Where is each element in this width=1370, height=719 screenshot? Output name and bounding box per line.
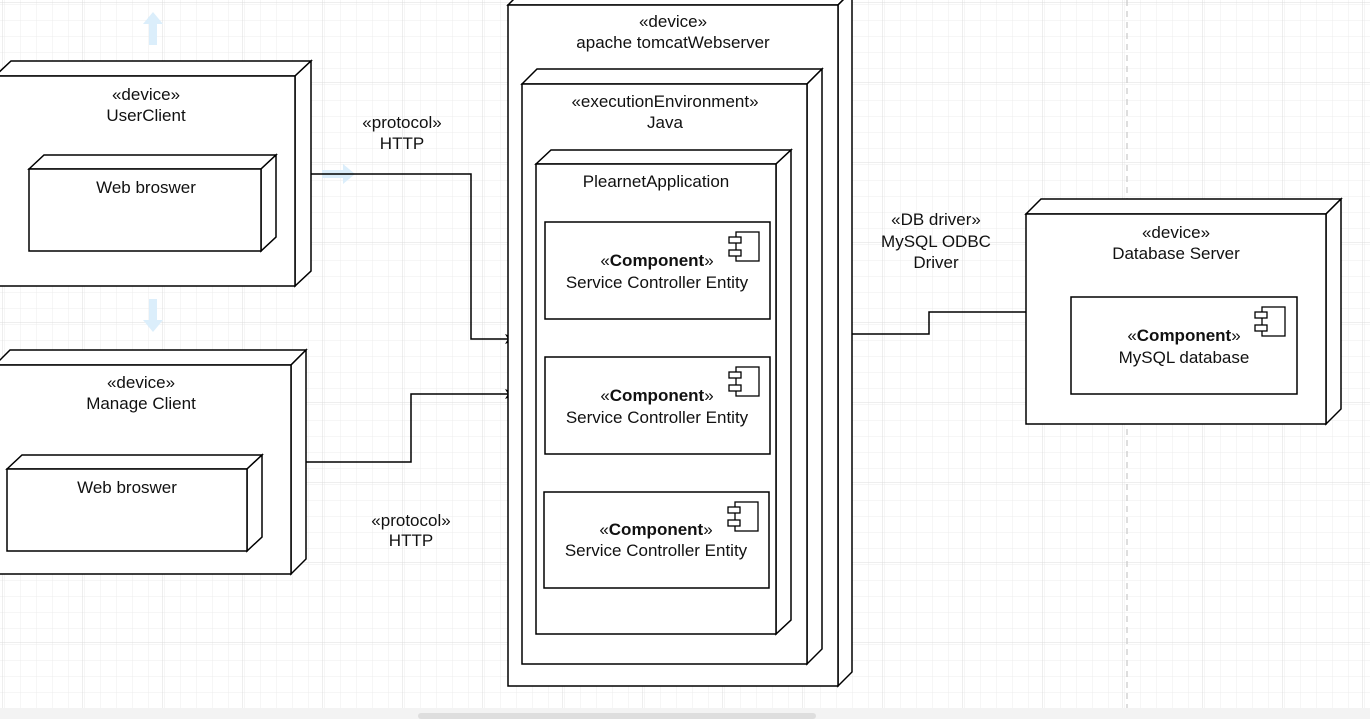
component-1-stereotype: «Component»	[600, 251, 713, 270]
component-mysql-database[interactable]: «Component» MySQL database	[1070, 296, 1298, 395]
user-http-name: HTTP	[380, 134, 424, 153]
db-driver-line2: Driver	[913, 253, 959, 272]
database-server-name: Database Server	[1112, 244, 1240, 263]
manage-client-name: Manage Client	[86, 394, 196, 413]
component-icon	[1254, 306, 1286, 337]
db-driver-stereotype: «DB driver»	[891, 210, 981, 229]
component-3-name: Service Controller Entity	[565, 541, 748, 560]
component-icon	[727, 501, 759, 532]
mysql-component-name: MySQL database	[1119, 348, 1250, 367]
java-env-stereotype: «executionEnvironment»	[571, 92, 758, 111]
manage-client-browser-label: Web broswer	[77, 478, 177, 497]
manage-http-stereotype: «protocol»	[371, 511, 450, 530]
component-2-stereotype: «Component»	[600, 386, 713, 405]
user-http-label: «protocol» HTTP	[362, 113, 441, 153]
component-service-controller-1[interactable]: «Component» Service Controller Entity	[544, 221, 771, 320]
application-name: PlearnetApplication	[583, 172, 729, 191]
component-icon	[728, 366, 760, 397]
mysql-component-stereotype: «Component»	[1127, 326, 1240, 345]
java-env-name: Java	[647, 113, 683, 132]
hint-arrow-down-icon	[143, 299, 163, 332]
component-3-stereotype: «Component»	[599, 520, 712, 539]
user-client-name: UserClient	[106, 106, 186, 125]
webserver-name: apache tomcatWebserver	[576, 33, 770, 52]
connector-userclient-to-webserver[interactable]	[311, 173, 517, 344]
component-service-controller-2[interactable]: «Component» Service Controller Entity	[544, 356, 771, 455]
component-icon	[728, 231, 760, 262]
horizontal-scrollbar-thumb[interactable]	[418, 713, 816, 719]
manage-http-name: HTTP	[389, 531, 433, 550]
webserver-stereotype: «device»	[639, 12, 707, 31]
user-client-stereotype: «device»	[112, 85, 180, 104]
component-service-controller-3[interactable]: «Component» Service Controller Entity	[543, 491, 770, 589]
manage-http-label: «protocol» HTTP	[371, 511, 450, 550]
node-user-client-browser[interactable]	[27, 153, 278, 253]
component-2-name: Service Controller Entity	[566, 408, 749, 427]
connector-manageclient-to-webserver[interactable]	[306, 389, 517, 463]
node-manage-client-browser[interactable]	[5, 453, 264, 553]
manage-client-stereotype: «device»	[107, 373, 175, 392]
connector-database-to-webserver[interactable]	[832, 311, 1026, 339]
user-http-stereotype: «protocol»	[362, 113, 441, 132]
user-client-browser-label: Web broswer	[96, 178, 196, 197]
hint-arrow-up-icon	[143, 12, 163, 45]
db-driver-line1: MySQL ODBC	[881, 232, 991, 251]
component-1-name: Service Controller Entity	[566, 273, 749, 292]
database-server-stereotype: «device»	[1142, 223, 1210, 242]
db-driver-label: «DB driver» MySQL ODBC Driver	[881, 210, 991, 272]
